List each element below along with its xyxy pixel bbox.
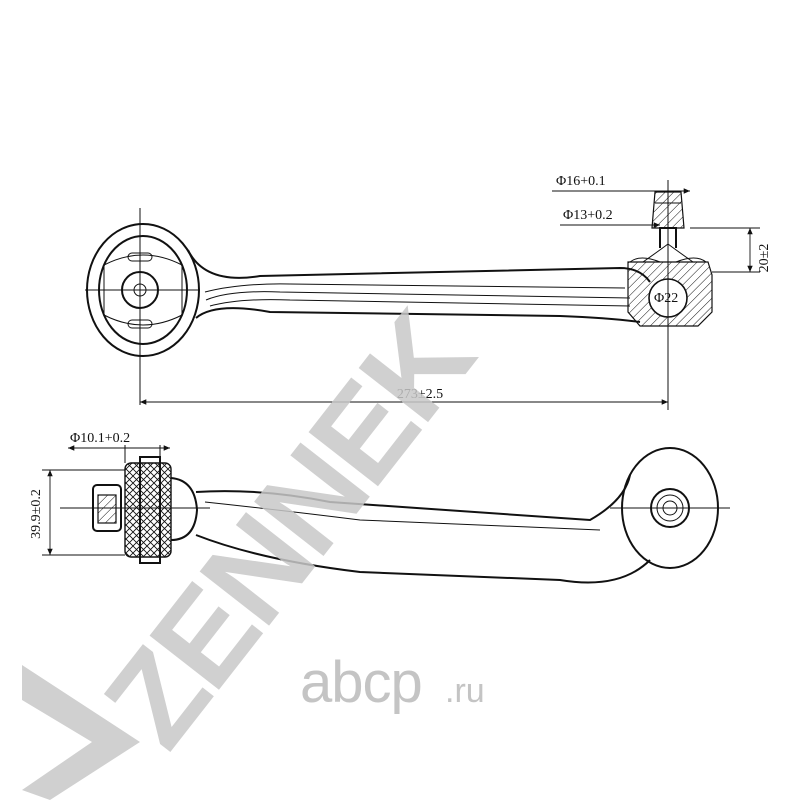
zennek-watermark: ZENNEK (22, 286, 501, 800)
label-neck-diameter: Φ13+0.2 (563, 208, 613, 223)
label-height: 20±2 (757, 244, 772, 273)
arm-body-side (195, 474, 651, 584)
rubber-bushing (60, 456, 210, 564)
top-view: Φ16+0.1 Φ13+0.2 Φ22 20±2 273±2.5 (85, 174, 772, 410)
ball-joint (627, 180, 713, 340)
site-watermark-name: abcp (300, 650, 422, 715)
label-length: 273±2.5 (397, 387, 443, 402)
dim-height (690, 227, 760, 273)
dim-bushing-bore (68, 445, 170, 463)
site-watermark-tld: .ru (445, 672, 485, 710)
left-eye-housing (85, 208, 200, 405)
dim-bushing-width (42, 469, 125, 556)
arm-body-top (187, 249, 651, 323)
label-ball-diameter: Φ22 (654, 291, 678, 306)
side-view: Φ10.1+0.2 39.9±0.2 (29, 431, 730, 584)
abcp-watermark: abcp .ru (300, 650, 485, 715)
label-bushing-width: 39.9±0.2 (29, 489, 44, 539)
brand-chevron-icon (22, 665, 140, 800)
dim-length (140, 330, 669, 410)
right-eye (610, 447, 730, 569)
label-stud-diameter: Φ16+0.1 (556, 174, 606, 189)
label-bushing-bore: Φ10.1+0.2 (70, 431, 130, 446)
